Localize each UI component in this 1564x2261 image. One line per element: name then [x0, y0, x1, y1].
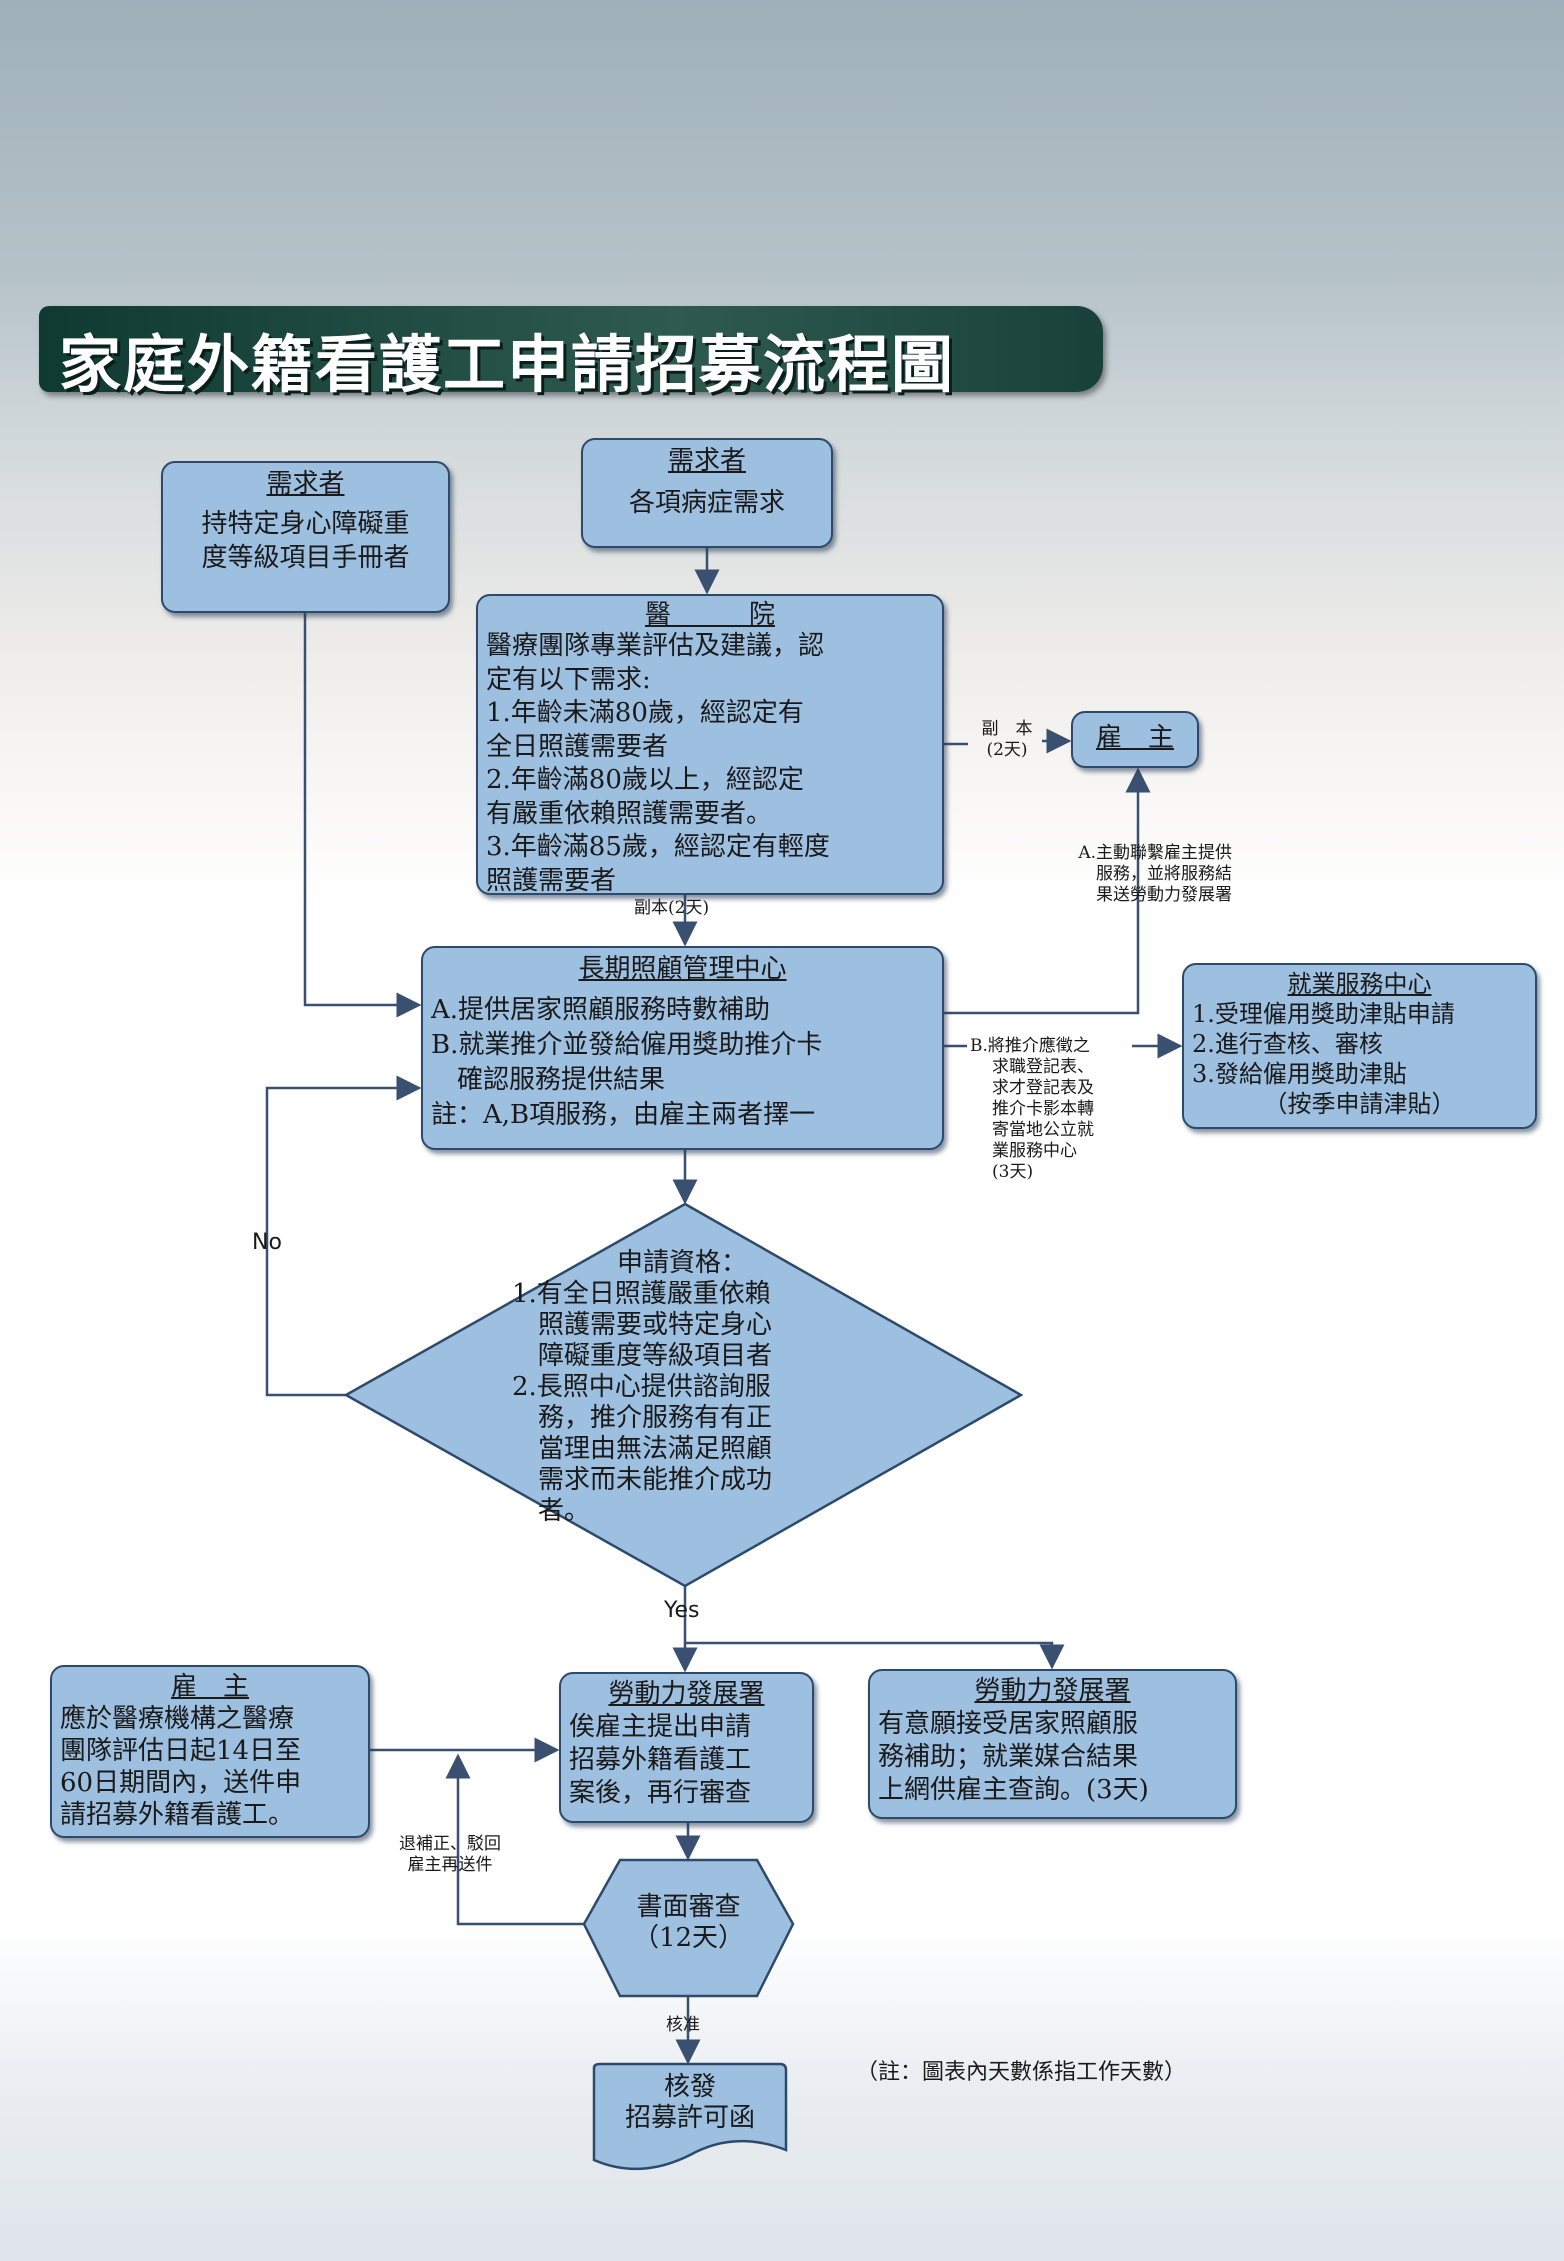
eligibility-line: 1.有全日照護嚴重依賴: [512, 1279, 771, 1309]
employer-left-line: 60日期間內，送件申: [60, 1768, 302, 1798]
care-center-heading: 長期照顧管理中心: [578, 954, 787, 984]
label-b-line: 寄當地公立就: [992, 1120, 1094, 1140]
labor-mid-box: 勞動力發展署 俟雇主提出申請 招募外籍看護工 案後，再行審查: [559, 1672, 814, 1823]
arrow-left-applicant-to-center: [303, 613, 422, 1018]
hospital-line: 3.年齡滿85歲，經認定有輕度: [486, 832, 830, 862]
labor-mid-line: 招募外籍看護工: [569, 1745, 752, 1775]
arrow-center-to-employer: [944, 767, 1151, 1015]
employer-left-heading: 雇 主: [170, 1672, 249, 1702]
labor-right-line: 務補助；就業媒合結果: [878, 1742, 1139, 1772]
return-label-line: 雇主再送件: [407, 1855, 493, 1875]
hospital-line: 有嚴重依賴照護需要者。: [486, 798, 773, 829]
employment-center-line: 3.發給僱用獎助津貼: [1192, 1060, 1407, 1088]
care-center-box: 長期照顧管理中心 A.提供居家照顧服務時數補助 B.就業推介並發給僱用獎助推介卡…: [421, 946, 944, 1150]
eligibility-line: 者。: [512, 1496, 591, 1526]
footnote: （註：圖表內天數係指工作天數）: [856, 2060, 1187, 2085]
no-label: No: [252, 1230, 282, 1255]
labor-right-box: 勞動力發展署 有意願接受居家照顧服 務補助；就業媒合結果 上網供雇主查詢。(3天…: [868, 1669, 1237, 1819]
applicant-top-heading: 需求者: [667, 446, 746, 476]
approve-label: 核准: [666, 2015, 700, 2035]
labor-right-line: 上網供雇主查詢。(3天): [878, 1775, 1149, 1805]
review-text: 書面審查 （12天）: [584, 1892, 793, 1954]
employer-left-line: 團隊評估日起14日至: [60, 1736, 302, 1766]
label-b-line: 求才登記表及: [992, 1078, 1094, 1098]
eligibility-line: 需求而未能推介成功: [512, 1465, 773, 1495]
arrow-no-loop: [265, 1075, 422, 1397]
label-a-line: 服務，並將服務結: [1096, 864, 1232, 884]
line-yes: [683, 1586, 1065, 1670]
applicant-top-box: 需求者 各項病症需求: [581, 438, 833, 548]
label-b-line: B.將推介應徵之: [970, 1036, 1090, 1056]
page-title: 家庭外籍看護工申請招募流程圖: [59, 328, 956, 401]
review-shape: [582, 1858, 795, 1998]
copy-line: 副 本: [981, 719, 1033, 739]
copy-line: (2天): [986, 740, 1028, 760]
employer-left-line: 請招募外籍看護工。: [60, 1800, 295, 1830]
hospital-box: 醫 院 醫療團隊專業評估及建議，認 定有以下需求: 1.年齡未滿80歲，經認定有…: [476, 594, 944, 896]
applicant-left-box: 需求者 持特定身心障礙重 度等級項目手冊者: [161, 461, 450, 613]
issue-line: 招募許可函: [624, 2103, 755, 2133]
care-center-line: A.提供居家照顧服務時數補助: [431, 995, 771, 1025]
hospital-heading: 醫 院: [644, 600, 775, 630]
applicant-left-heading: 需求者: [266, 469, 345, 499]
hospital-line: 2.年齡滿80歲以上，經認定: [486, 765, 804, 795]
yes-label: Yes: [664, 1598, 700, 1623]
copy-to-center-label: 副本(2天): [634, 898, 710, 918]
hospital-line: 醫療團隊專業評估及建議，認: [486, 631, 825, 661]
employer-top-heading: 雇 主: [1095, 723, 1174, 753]
hospital-line: 全日照護需要者: [486, 731, 669, 762]
applicant-top-text: 各項病症需求: [628, 488, 785, 518]
eligibility-heading: 申請資格：: [617, 1248, 748, 1278]
employment-center-line: 2.進行查核、審核: [1192, 1030, 1383, 1058]
labor-mid-heading: 勞動力發展署: [608, 1679, 765, 1709]
employer-left-line: 應於醫療機構之醫療: [60, 1704, 295, 1734]
label-b-line: 推介卡影本轉: [992, 1099, 1094, 1119]
eligibility-line: 障礙重度等級項目者: [512, 1341, 773, 1371]
care-center-line: B.就業推介並發給僱用獎助推介卡: [431, 1030, 823, 1060]
labor-right-line: 有意願接受居家照顧服: [878, 1709, 1139, 1739]
title-banner: 家庭外籍看護工申請招募流程圖: [39, 306, 1103, 401]
care-center-line: 註：A,B項服務，由雇主兩者擇一: [431, 1100, 816, 1130]
label-a-line: 果送勞動力發展署: [1096, 885, 1232, 905]
label-b: B.將推介應徵之 求職登記表、 求才登記表及 推介卡影本轉 寄當地公立就 業服務…: [970, 1036, 1094, 1183]
employer-top-box: 雇 主: [1071, 711, 1199, 768]
eligibility-text: 申請資格： 1.有全日照護嚴重依賴 照護需要或特定身心 障礙重度等級項目者 2.…: [512, 1248, 772, 1527]
employment-center-note: （按季申請津貼）: [1263, 1090, 1456, 1118]
labor-mid-line: 案後，再行審查: [569, 1778, 752, 1808]
labor-mid-line: 俟雇主提出申請: [569, 1712, 752, 1742]
label-b-line: 求職登記表、: [992, 1057, 1094, 1077]
labor-right-heading: 勞動力發展署: [974, 1676, 1131, 1706]
issue-line: 核發: [663, 2072, 716, 2102]
hospital-line: 1.年齡未滿80歲，經認定有: [486, 698, 804, 728]
eligibility-line: 務，推介服務有有正: [512, 1403, 773, 1433]
eligibility-line: 當理由無法滿足照顧: [512, 1434, 773, 1464]
eligibility-line: 2.長照中心提供諮詢服: [512, 1372, 771, 1402]
label-b-line: 業服務中心: [992, 1141, 1077, 1161]
label-b-line: (3天): [992, 1162, 1034, 1182]
employment-center-heading: 就業服務中心: [1287, 970, 1432, 998]
applicant-left-line: 度等級項目手冊者: [201, 543, 410, 573]
label-a-line: A.主動聯繫雇主提供: [1078, 843, 1232, 863]
copy-to-employer-label: 副 本 (2天): [972, 719, 1042, 761]
employment-center-line: 1.受理僱用獎助津貼申請: [1192, 1000, 1455, 1028]
hospital-line: 定有以下需求:: [486, 664, 651, 695]
employment-center-box: 就業服務中心 1.受理僱用獎助津貼申請 2.進行查核、審核 3.發給僱用獎助津貼…: [1182, 963, 1537, 1129]
arrow-return: [445, 1753, 584, 1926]
review-title: 書面審查: [636, 1892, 741, 1922]
employer-left-box: 雇 主 應於醫療機構之醫療 團隊評估日起14日至 60日期間內，送件申 請招募外…: [50, 1665, 370, 1838]
document-shape: [592, 2062, 788, 2171]
applicant-left-line: 持特定身心障礙重: [201, 509, 410, 539]
care-center-line: 確認服務提供結果: [431, 1065, 666, 1095]
eligibility-line: 照護需要或特定身心: [512, 1310, 773, 1340]
return-label-line: 退補正、駁回: [399, 1834, 501, 1854]
review-days: （12天）: [632, 1923, 745, 1953]
issue-text: 核發 招募許可函: [594, 2072, 786, 2134]
label-a: A.主動聯繫雇主提供 服務，並將服務結 果送勞動力發展署: [1020, 843, 1232, 906]
eligibility-diamond: [343, 1202, 1024, 1588]
hospital-line: 照護需要者: [486, 865, 617, 896]
return-label: 退補正、駁回 雇主再送件: [382, 1834, 518, 1876]
